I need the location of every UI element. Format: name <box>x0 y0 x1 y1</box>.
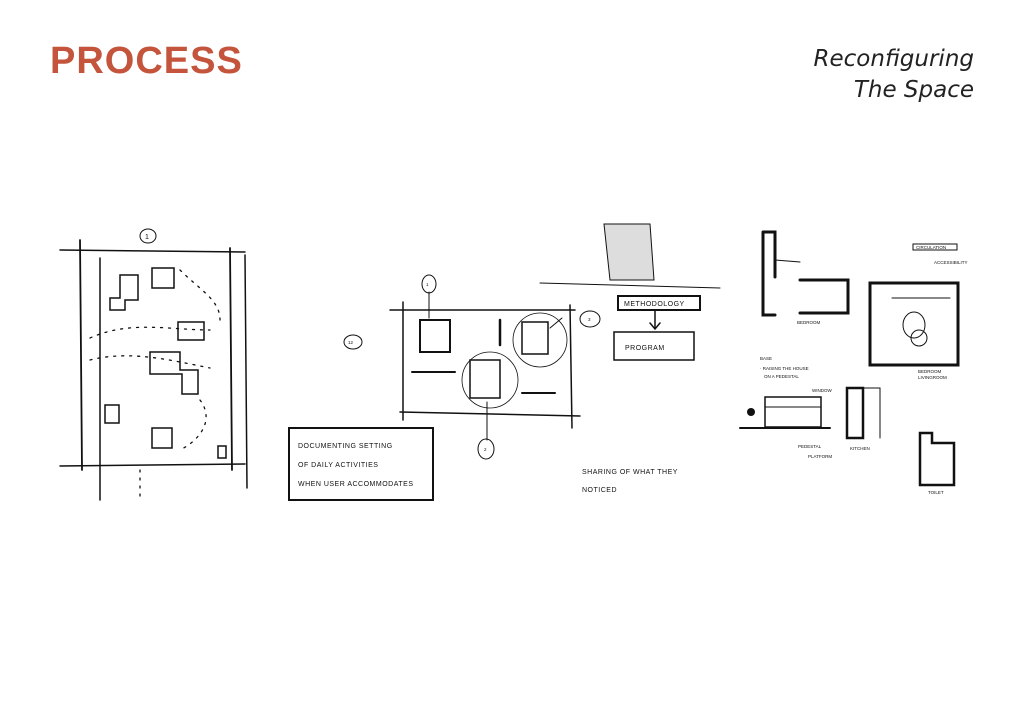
pedestal-label: PEDESTAL <box>798 444 822 449</box>
sketch2-marker-12: 12 <box>348 340 354 345</box>
subtitle-line-2: The Space <box>853 77 974 103</box>
toilet-label: TOILET <box>928 490 944 495</box>
sketch2-marker-2: 2 <box>484 447 487 452</box>
base-note-1: · RAISING THE HOUSE <box>760 366 809 371</box>
sketch1-marker: 1 <box>145 234 149 241</box>
methodology-label: METHODOLOGY <box>624 301 685 308</box>
window-label: WINDOW <box>812 388 832 393</box>
sharing-line-1: SHARING OF WHAT THEY <box>582 469 678 476</box>
bedroom-livingroom-label-1: BEDROOM <box>918 369 942 374</box>
circulation-label: CIRCULATION <box>916 245 946 250</box>
sketch2-marker-1: 1 <box>426 282 429 287</box>
note-line-1: DOCUMENTING SETTING <box>298 443 393 450</box>
base-label: BASE <box>760 356 772 361</box>
note-line-2: OF DAILY ACTIVITIES <box>298 462 378 469</box>
program-label: PROGRAM <box>625 345 665 352</box>
note-line-3: WHEN USER ACCOMMODATES <box>298 481 414 488</box>
sharing-line-2: NOTICED <box>582 487 617 494</box>
sketch-room-plans: BEDROOM CIRCULATION ACCESSIBILITY BEDROO… <box>739 230 968 495</box>
sketch-activity-diagram: 1 12 3 2 METHODOLOGY PROGRAM DOCUMENTING… <box>288 223 721 501</box>
page-subtitle: Reconfiguring The Space <box>814 44 974 106</box>
sketch2-marker-3: 3 <box>588 317 591 322</box>
livingroom-label: LIVINGROOM <box>918 375 947 380</box>
accessibility-label: ACCESSIBILITY <box>934 260 968 265</box>
bedroom-label: BEDROOM <box>797 320 821 325</box>
platform-label: PLATFORM <box>808 454 832 459</box>
sketch-site-plan: 1 <box>59 228 248 501</box>
page-title: PROCESS <box>50 40 243 82</box>
subtitle-line-1: Reconfiguring <box>813 46 974 72</box>
kitchen-label: KITCHEN <box>850 446 870 451</box>
base-note-2: ON A PEDESTAL <box>764 374 799 379</box>
